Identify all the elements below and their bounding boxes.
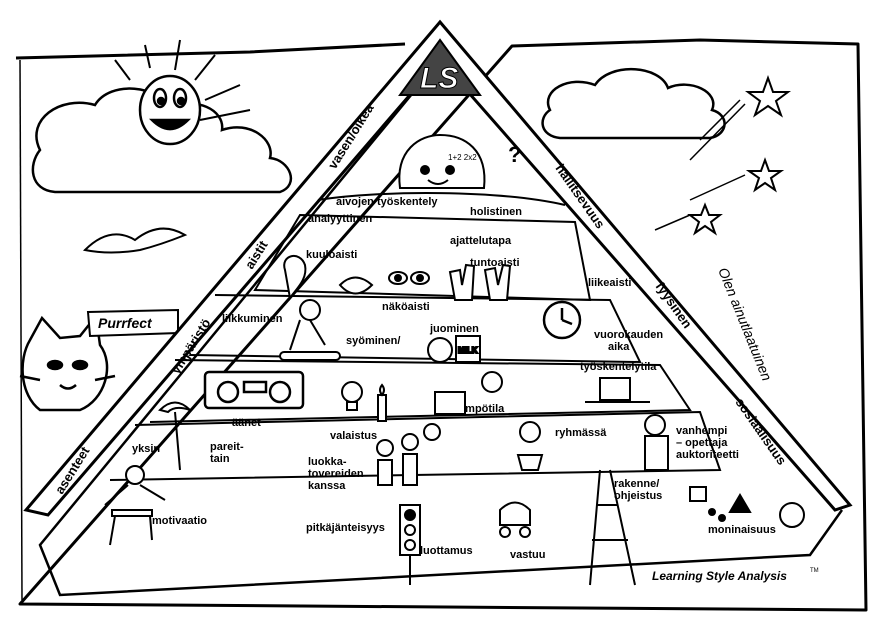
mouth-icon	[338, 276, 374, 295]
palm-tree-icon	[158, 401, 191, 471]
tier-social: yksin pareit- tain luokka- tovereiden ka…	[132, 401, 739, 492]
label-analyyttinen: analyyttinen	[308, 213, 372, 225]
radio-icon	[203, 370, 305, 410]
label-luottamus: luottamus	[420, 545, 473, 557]
lightbulb-icon	[341, 381, 363, 411]
label-valaistus: valaistus	[330, 430, 377, 442]
label-vuorokauden: vuorokauden	[594, 329, 663, 341]
label-rakenne-1: rakenne/	[614, 478, 659, 490]
people-group-icon	[376, 423, 441, 486]
label-luokkatovereiden-1: luokka-	[308, 456, 347, 468]
sun-rays	[114, 39, 251, 121]
label-liikkuminen: liikkuminen	[222, 313, 283, 325]
stroller-icon	[499, 501, 531, 538]
ls-logo: LS	[398, 38, 482, 96]
label-rakenne-2: ohjeistus	[614, 490, 662, 502]
hands-icon	[448, 263, 512, 301]
label-ryhmassa: ryhmässä	[555, 427, 607, 439]
trademark-mark: TM	[810, 568, 819, 574]
tier-attitudes: motivaatio pitkäjänteisyys luottamus vas…	[104, 465, 805, 586]
traffic-light-icon	[399, 504, 421, 585]
label-moninaisuus: moninaisuus	[708, 524, 776, 536]
label-motivaatio: motivaatio	[152, 515, 207, 527]
pyramid	[23, 19, 853, 597]
tier-senses: kuuloaisti tuntoaisti liikeaisti näköais…	[283, 249, 631, 313]
label-vanhempi-3: auktoriteetti	[676, 449, 739, 461]
shapes-icon	[689, 486, 805, 528]
label-aanet: äänet	[232, 417, 261, 429]
label-aivojen-tyoskentely: aivojen työskentely	[336, 196, 438, 208]
teacher-icon	[644, 414, 669, 471]
label-vastuu: vastuu	[510, 549, 545, 561]
sun-small-icon	[481, 371, 503, 393]
background-panel	[15, 38, 868, 612]
cat-sign-text: Purrfect	[98, 315, 153, 331]
brand-name: Learning Style Analysis	[652, 569, 787, 583]
label-ajattelutapa: ajattelutapa	[450, 235, 512, 247]
sun-face	[138, 74, 202, 146]
svg-text:MILK: MILK	[458, 346, 478, 355]
clock-icon	[542, 300, 582, 340]
fruit-icon	[427, 337, 453, 363]
milk-carton-icon: MILK	[455, 335, 481, 363]
cat-illustration	[19, 312, 116, 412]
label-liikeaisti: liikeaisti	[588, 277, 631, 289]
label-pareittain-1: pareit-	[210, 441, 244, 453]
label-syominen: syöminen/	[346, 335, 400, 347]
label-vanhempi-2: – opettaja	[676, 437, 728, 449]
bird-icon	[82, 227, 188, 254]
skater-icon	[279, 299, 341, 361]
candle-icon	[377, 383, 387, 422]
purrfect-sign: Purrfect	[86, 308, 179, 338]
eyes-icon	[388, 271, 430, 285]
cloud-right	[541, 67, 726, 140]
label-juominen: juominen	[429, 323, 479, 335]
computer-desk-icon	[585, 377, 650, 403]
label-holistinen: holistinen	[470, 206, 522, 218]
stars	[654, 75, 791, 236]
label-luokkatovereiden-3: kanssa	[308, 480, 346, 492]
brain-head-icon	[398, 133, 486, 189]
brand-footer: Learning Style Analysis TM	[652, 568, 819, 583]
label-pitkajanteisyys: pitkäjänteisyys	[306, 522, 385, 534]
tier-physical: liikkuminen syöminen/ juominen vuorokaud…	[222, 299, 663, 363]
question-mark-icon: ?	[508, 142, 521, 167]
sun-cloud-illustration	[31, 39, 292, 194]
tier-brain: 1+2 2x2 ? aivojen työskentely holistinen…	[308, 133, 522, 247]
label-pareittain-2: tain	[210, 453, 230, 465]
basketball-icon	[516, 421, 544, 471]
label-tyoskentelytila: työskentelytila	[580, 361, 657, 373]
eiffel-tower-icon	[589, 469, 636, 586]
ice-cube-icon	[434, 391, 466, 415]
label-aika: aika	[608, 341, 630, 353]
math-doodle: 1+2 2x2	[448, 153, 477, 162]
tier-environment: työskentelytila äänet valaistus lämpötil…	[203, 361, 657, 442]
logo-letters: LS	[420, 62, 458, 95]
label-yksin: yksin	[132, 443, 160, 455]
label-vanhempi-1: vanhempi	[676, 425, 727, 437]
label-luokkatovereiden-2: tovereiden	[308, 468, 364, 480]
label-nakoaisti: näköaisti	[382, 301, 430, 313]
label-lampotila: lämpötila	[456, 403, 505, 415]
label-kuuloaisti: kuuloaisti	[306, 249, 357, 261]
hurdler-icon	[104, 465, 166, 546]
ear-icon	[283, 255, 307, 301]
